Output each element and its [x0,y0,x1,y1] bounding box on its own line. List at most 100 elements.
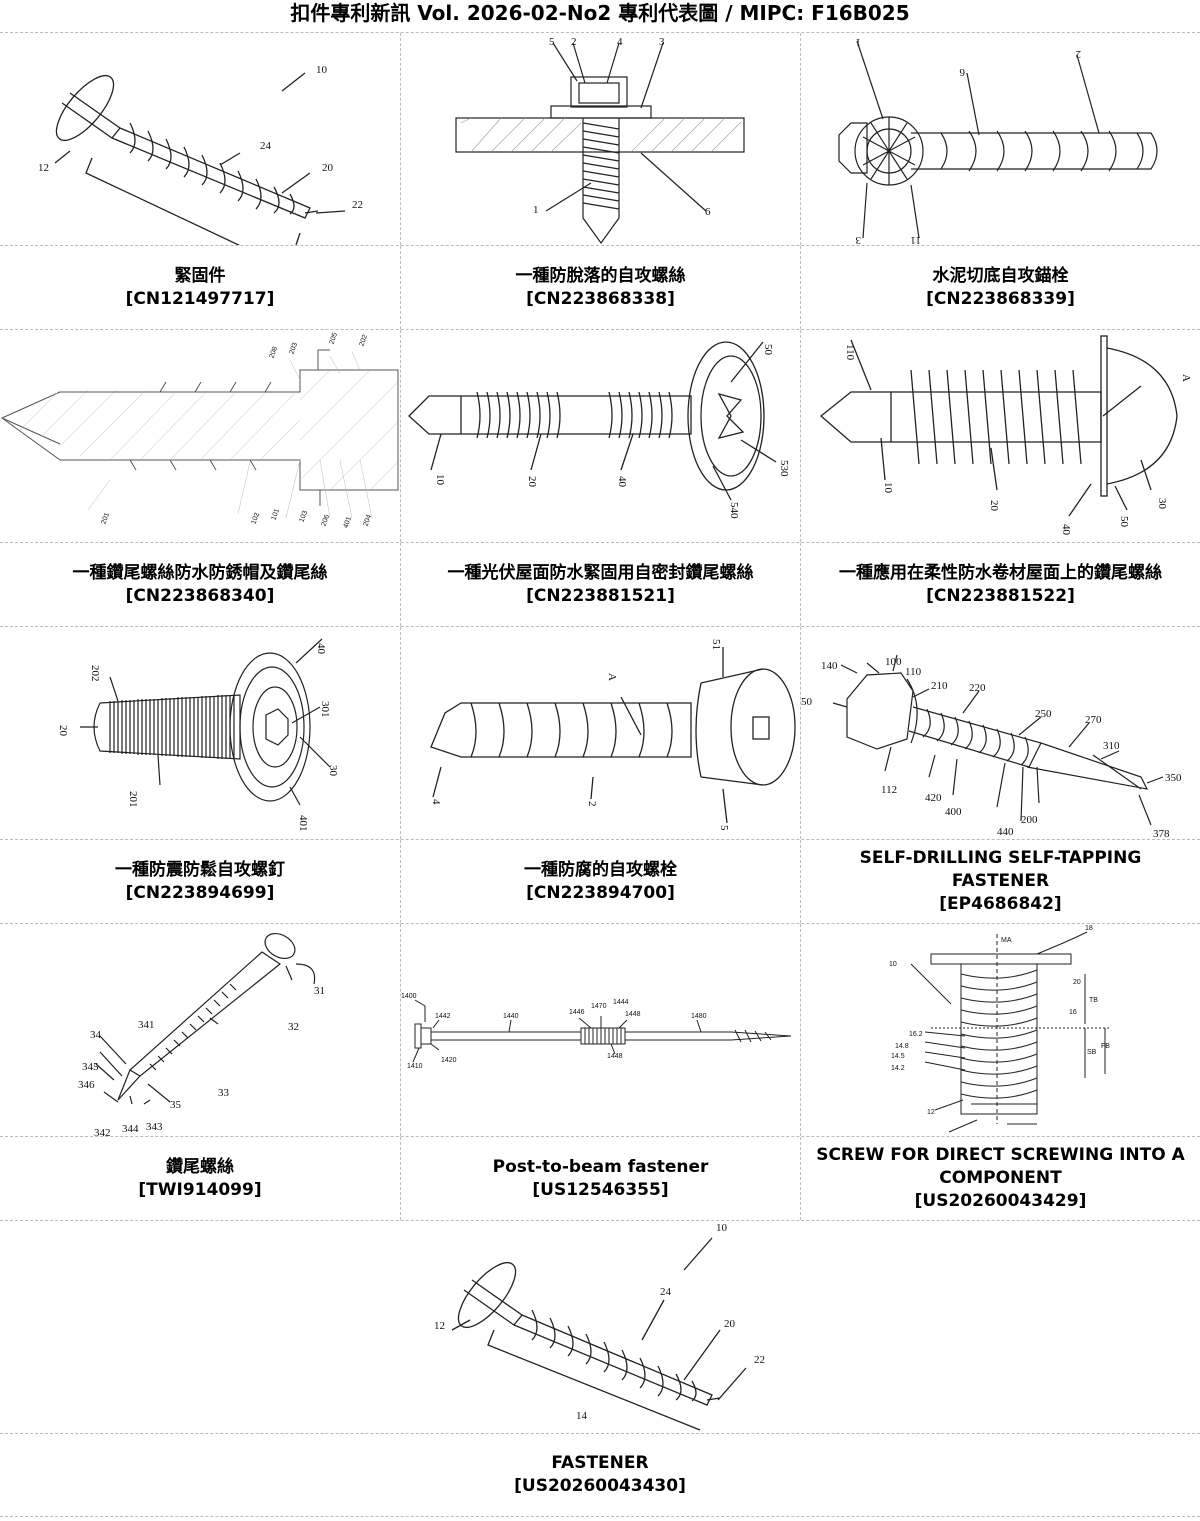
ref-12: 12 [434,1320,445,1332]
ref-31: 31 [314,985,325,997]
patent-caption-9: SELF-DRILLING SELF-TAPPING FASTENER[EP46… [800,840,1200,923]
ref-400: 400 [945,806,962,818]
concrete-anchor-drawing: 1 6 2 3 11 [801,33,1200,245]
ref-110: 110 [905,666,922,678]
ref-20: 20 [988,500,1000,512]
patent-figure-1: 10 12 24 20 22 14 [0,33,400,245]
ref-3: 3 [855,234,861,245]
ref-22: 22 [352,199,363,211]
anti-vibration-screw-drawing: 40 202 20 301 30 201 401 [0,627,400,839]
ref-4: 4 [617,36,623,48]
ref-24: 24 [260,140,272,152]
ref-1448-lower: 1448 [607,1053,623,1060]
ref-204: 204 [362,514,373,527]
ref-208: 208 [268,346,279,359]
anti-loosening-screw-drawing: 5 2 4 3 1 6 [401,33,800,245]
label-FB: FB [1101,1043,1110,1050]
patent-title: 一種防腐的自攻螺栓 [524,859,677,882]
ref-51: 51 [710,639,722,650]
patent-caption-7: 一種防震防鬆自攻螺釘[CN223894699] [0,840,400,923]
ref-346: 346 [78,1079,95,1091]
ref-30: 30 [1156,498,1168,510]
ref-206: 206 [320,514,331,527]
ref-3: 3 [659,36,665,48]
figure-row-3: 40 202 20 301 30 201 401 [0,626,1200,839]
ref-201: 201 [127,791,139,808]
ref-540: 540 [728,502,740,519]
ref-203: 203 [288,342,299,355]
ref-270: 270 [1085,714,1102,726]
patent-title: 水泥切底自攻錨栓 [933,265,1069,288]
patent-figure-10: 31 32 34 341 345 346 35 33 342 344 343 [0,924,400,1136]
figure-row-2: 208 203 205 202 201 102 101 103 206 401 … [0,329,1200,542]
patent-title: SELF-DRILLING SELF-TAPPING FASTENER [811,847,1190,893]
ref-14-5: 14.5 [891,1053,905,1060]
ref-1448: 1448 [625,1011,641,1018]
ref-2: 2 [571,36,577,48]
ref-6: 6 [959,66,965,78]
ref-24: 24 [660,1286,672,1298]
caption-row-2: 一種鑽尾螺絲防水防銹帽及鑽尾絲[CN223868340] 一種光伏屋面防水緊固用… [0,542,1200,626]
caption-row-1: 緊固件[CN121497717] 一種防脫落的自攻螺絲[CN223868338]… [0,245,1200,329]
ref-10: 10 [316,64,328,76]
ref-343: 343 [146,1121,163,1133]
patent-title: 一種光伏屋面防水緊固用自密封鑽尾螺絲 [448,562,754,585]
ref-310: 310 [1103,740,1120,752]
ref-1400: 1400 [401,993,417,1000]
ref-50: 50 [762,344,774,356]
ref-102: 102 [250,512,261,525]
patent-title: SCREW FOR DIRECT SCREWING INTO A COMPONE… [811,1144,1190,1190]
anti-corrosion-bolt-drawing: 51 A 4 2 5 [401,627,800,839]
ref-205: 205 [328,332,339,345]
ref-5: 5 [549,36,555,48]
patent-caption-2: 一種防脫落的自攻螺絲[CN223868338] [400,246,800,329]
patent-caption-3: 水泥切底自攻錨栓[CN223868339] [800,246,1200,329]
patent-title: FASTENER [551,1452,648,1475]
ref-20: 20 [322,162,334,174]
patent-title: 一種防脫落的自攻螺絲 [516,265,686,288]
patent-title: 鑽尾螺絲 [166,1156,234,1179]
patent-figure-12: 18 10 MA 20 TB 16 16.2 SB FB 14.8 14.5 1… [800,924,1200,1136]
ref-420: 420 [925,792,942,804]
ref-12: 12 [927,1109,935,1116]
ref-1480: 1480 [691,1013,707,1020]
ref-401: 401 [297,815,309,832]
ref-201: 201 [100,512,111,525]
ref-1410: 1410 [407,1063,423,1070]
fastener-drawing: 10 12 24 20 22 14 [0,1221,1200,1433]
ref-50: 50 [801,696,813,708]
patent-figure-2: 5 2 4 3 1 6 [400,33,800,245]
ref-10: 10 [882,482,894,494]
ref-1446: 1446 [569,1009,585,1016]
ref-202: 202 [89,665,101,682]
patent-title: 緊固件 [175,265,226,288]
patent-number: [CN223881522] [926,585,1075,608]
label-MA: MA [1001,937,1012,944]
figure-row-1: 10 12 24 20 22 14 [0,32,1200,245]
ref-5: 5 [718,825,730,831]
patent-title: 一種鑽尾螺絲防水防銹帽及鑽尾絲 [73,562,328,585]
ref-1420: 1420 [441,1057,457,1064]
ref-40: 40 [315,643,327,655]
patent-caption-5: 一種光伏屋面防水緊固用自密封鑽尾螺絲[CN223881521] [400,543,800,626]
ref-A: A [1180,374,1192,382]
ref-250: 250 [1035,708,1052,720]
ref-220: 220 [969,682,986,694]
patent-number: [EP4686842] [939,893,1061,916]
patent-number: [TWI914099] [138,1179,261,1202]
ref-16-2: 16.2 [909,1031,923,1038]
ref-1444: 1444 [613,999,629,1006]
ref-10: 10 [716,1222,728,1234]
ref-32: 32 [288,1021,299,1033]
ref-1470: 1470 [591,1003,607,1010]
ref-2: 2 [586,801,598,807]
ref-1: 1 [856,36,862,48]
ref-440: 440 [997,826,1014,838]
ref-14-8: 14.8 [895,1043,909,1050]
patent-caption-4: 一種鑽尾螺絲防水防銹帽及鑽尾絲[CN223868340] [0,543,400,626]
ref-350: 350 [1165,772,1182,784]
ref-103: 103 [298,510,309,523]
ref-1440: 1440 [503,1013,519,1020]
ref-18: 18 [1085,925,1093,932]
ref-20: 20 [526,476,538,488]
